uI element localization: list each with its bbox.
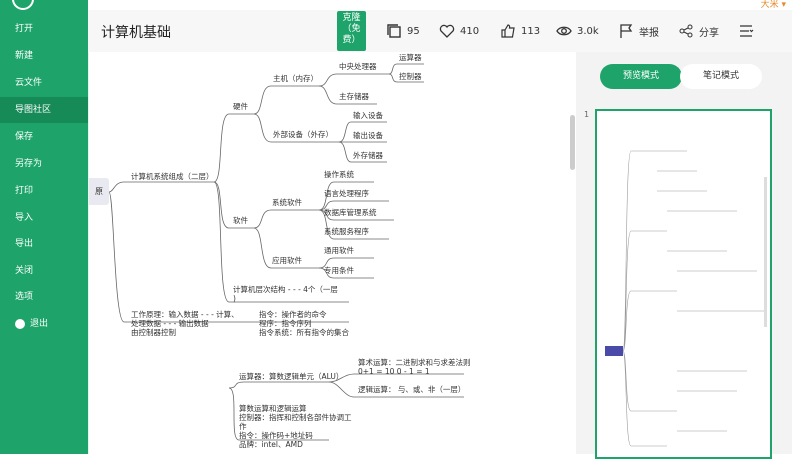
clone-button[interactable]: 克隆（免费）	[337, 11, 366, 51]
mindmap-connectors	[108, 63, 464, 441]
menu-button[interactable]	[738, 23, 754, 39]
line: 工作原理：输入数据 - - - 计算、	[131, 310, 239, 319]
copy-stat[interactable]: 95	[386, 23, 420, 39]
sidebar-item-new[interactable]: 新建	[15, 51, 34, 61]
flag-icon	[620, 24, 633, 38]
node-instruction[interactable]: 指令：操作者的命令程序：指令序列指令系统：所有指令的集合	[259, 310, 349, 337]
copy-count: 95	[407, 25, 420, 37]
exit-label: 退出	[30, 319, 49, 329]
line: 算术运算：二进制求和与求差法则	[358, 358, 471, 367]
line: 程序：指令序列	[259, 319, 312, 328]
top-bar: 大米 ▾	[88, 0, 792, 10]
node-host[interactable]: 主机（内存）	[273, 74, 318, 83]
share-button[interactable]: 分享	[678, 23, 719, 39]
page-thumbnail[interactable]	[595, 109, 772, 459]
line: 指令系统：所有指令的集合	[259, 328, 349, 337]
node-software[interactable]: 软件	[233, 216, 248, 225]
node-cpu[interactable]: 中央处理器	[339, 62, 377, 71]
node-lang[interactable]: 语言处理程序	[324, 189, 369, 198]
note-mode-button[interactable]: 笔记模式	[680, 64, 762, 89]
sidebar-item-options[interactable]: 选项	[15, 292, 34, 302]
sidebar-item-print[interactable]: 打印	[15, 186, 34, 196]
line: 0+1 = 10 0 - 1 = 1	[358, 367, 430, 376]
sidebar-item-save[interactable]: 保存	[15, 132, 34, 142]
line: 品牌：intel、AMD	[239, 440, 303, 449]
node-working-principle[interactable]: 工作原理：输入数据 - - - 计算、处理数据 - - - 输出数据由控制器控制	[131, 310, 239, 337]
node-logic[interactable]: 逻辑运算： 与、或、非（一层）	[358, 385, 466, 394]
line: 指令：操作者的命令	[259, 310, 327, 319]
node-external[interactable]: 外部设备（外存）	[273, 130, 333, 139]
like-stat[interactable]: 113	[500, 23, 540, 39]
preview-mode-button[interactable]: 预览模式	[600, 64, 682, 89]
node-main-memory[interactable]: 主存储器	[339, 92, 369, 101]
page-number: 1	[584, 110, 590, 119]
node-layers[interactable]: 计算机层次结构 - - - 4个（一层)	[233, 285, 338, 303]
thumbnail-scrollbar[interactable]	[764, 177, 767, 327]
node-input[interactable]: 输入设备	[353, 111, 383, 120]
node-layers-line: )	[233, 294, 236, 303]
header: 计算机基础 克隆（免费） 95 410 113 3.0k 举报 分享	[88, 10, 792, 52]
user-menu[interactable]: 大米 ▾	[760, 0, 786, 10]
line: 作	[239, 422, 247, 431]
page-title: 计算机基础	[101, 25, 171, 41]
node-system-software[interactable]: 系统软件	[272, 198, 302, 207]
node-db[interactable]: 数据库管理系统	[324, 208, 377, 217]
line: 控制器：指挥和控制各部件协调工	[239, 413, 352, 422]
share-label: 分享	[699, 27, 719, 39]
node-controller[interactable]: 控制器	[399, 72, 422, 81]
share-icon	[679, 24, 693, 38]
copy-icon	[387, 24, 401, 38]
exit-icon	[15, 319, 25, 329]
node-storage[interactable]: 外存储器	[353, 151, 383, 160]
line: 由控制器控制	[131, 328, 176, 337]
node-layers-line: 计算机层次结构 - - - 4个（一层	[233, 285, 338, 294]
node-os[interactable]: 操作系统	[324, 170, 354, 179]
mindmap-root-node[interactable]: 原	[89, 178, 109, 205]
sidebar-item-open[interactable]: 打开	[15, 24, 34, 34]
node-alu-full[interactable]: 运算器：算数逻辑单元（ALU）	[239, 372, 344, 381]
sidebar-item-import[interactable]: 导入	[15, 213, 34, 223]
node-system-composition[interactable]: 计算机系统组成（二层）	[131, 172, 214, 181]
sidebar-item-export[interactable]: 导出	[15, 239, 34, 249]
like-count: 113	[521, 25, 541, 37]
line: 处理数据 - - - 输出数据	[131, 319, 209, 328]
favorite-stat[interactable]: 410	[439, 23, 479, 39]
line: 指令：操作码+地址码	[239, 431, 313, 440]
right-panel: 预览模式 笔记模式 1	[576, 52, 792, 459]
sidebar-item-community[interactable]: 导图社区	[0, 97, 88, 123]
favorite-count: 410	[460, 25, 480, 37]
node-service[interactable]: 系统服务程序	[324, 227, 369, 236]
sidebar-item-save-as[interactable]: 另存为	[15, 159, 43, 169]
sidebar-item-cloud[interactable]: 云文件	[15, 78, 43, 88]
node-hardware[interactable]: 硬件	[233, 102, 248, 111]
node-output[interactable]: 输出设备	[353, 131, 383, 140]
line: 算数运算和逻辑运算	[239, 404, 307, 413]
heart-icon	[439, 24, 455, 38]
thumbs-up-icon	[501, 24, 515, 38]
node-controller-detail[interactable]: 算数运算和逻辑运算控制器：指挥和控制各部件协调工作指令：操作码+地址码品牌：in…	[239, 404, 352, 449]
sidebar-item-exit[interactable]: 退出	[0, 311, 88, 337]
mindmap-canvas[interactable]: 原 计算机系统组成（二层） 硬件 主机（内存） 中央处理器 运算器 控制器 主存…	[88, 52, 573, 454]
node-alu[interactable]: 运算器	[399, 53, 422, 62]
report-button[interactable]: 举报	[618, 23, 659, 39]
view-count: 3.0k	[577, 25, 599, 37]
thumbnail-mindmap	[605, 150, 767, 447]
report-label: 举报	[639, 27, 659, 39]
menu-icon	[740, 25, 754, 37]
node-app[interactable]: 应用软件	[272, 256, 302, 265]
eye-icon	[556, 26, 572, 36]
view-stat: 3.0k	[556, 23, 599, 39]
sidebar-item-close[interactable]: 关闭	[15, 266, 34, 276]
back-icon[interactable]	[12, 0, 34, 10]
sidebar: 打开 新建 云文件 导图社区 保存 另存为 打印 导入 导出 关闭 选项 退出	[0, 0, 88, 454]
node-special[interactable]: 专用条件	[324, 266, 354, 275]
node-general[interactable]: 通用软件	[324, 246, 354, 255]
canvas-scrollbar[interactable]	[570, 115, 575, 170]
